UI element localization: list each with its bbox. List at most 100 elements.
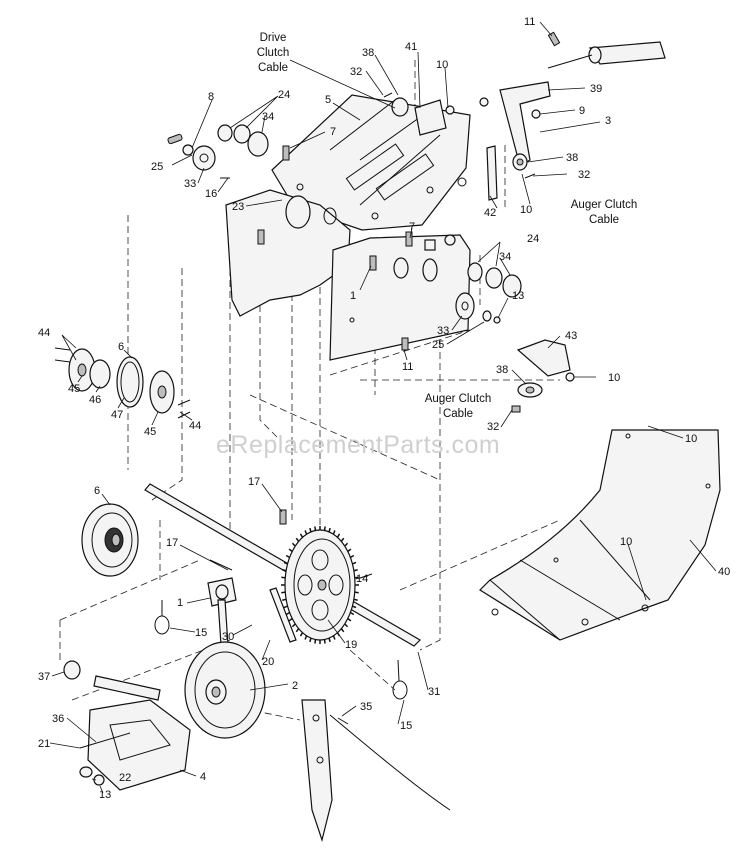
callout-number: 38 bbox=[362, 47, 374, 59]
gear-tooth bbox=[282, 598, 287, 601]
callout-number: 15 bbox=[195, 627, 207, 639]
gear-tooth bbox=[282, 569, 287, 572]
callout-number: 47 bbox=[111, 409, 123, 421]
gear-tooth bbox=[353, 598, 358, 601]
gear-tooth bbox=[281, 591, 286, 594]
auger-clutch-cable-caption-right: Auger Clutch Cable bbox=[571, 199, 637, 226]
gear-tooth bbox=[328, 637, 331, 643]
callout-numbers: 11 38 41 32 10 39 8 24 5 9 3 34 7 25 33 … bbox=[38, 16, 730, 801]
caption-line: Cable bbox=[258, 62, 288, 74]
gear-tooth bbox=[295, 537, 300, 542]
gear-tooth bbox=[285, 611, 291, 616]
caption-line: Clutch bbox=[257, 47, 290, 59]
callout-number: 15 bbox=[400, 720, 412, 732]
gear-tooth bbox=[349, 611, 355, 616]
gear-tooth bbox=[299, 533, 304, 538]
gear-tooth bbox=[332, 635, 336, 640]
callout-number: 22 bbox=[119, 772, 131, 784]
callout-number: 21 bbox=[38, 738, 50, 750]
callout-number: 10 bbox=[620, 536, 632, 548]
gear-tooth bbox=[285, 554, 291, 559]
callout-number: 41 bbox=[405, 41, 417, 53]
lower-link-arm bbox=[301, 699, 451, 843]
gear-tooth bbox=[347, 617, 352, 622]
gear-tooth bbox=[309, 637, 312, 643]
callout-number: 11 bbox=[402, 361, 413, 373]
gear-tooth bbox=[340, 537, 345, 542]
callout-number: 2 bbox=[292, 680, 298, 692]
callout-number: 4 bbox=[200, 771, 206, 783]
callout-number: 9 bbox=[579, 105, 585, 117]
callout-number: 44 bbox=[38, 327, 50, 339]
callout-number: 17 bbox=[166, 537, 178, 549]
upper-left-bearing-stack bbox=[167, 124, 290, 179]
gear-tooth bbox=[291, 623, 296, 628]
callout-number: 10 bbox=[608, 372, 620, 384]
callout-number: 10 bbox=[685, 433, 697, 445]
callout-number: 13 bbox=[512, 290, 524, 302]
callout-number: 25 bbox=[151, 161, 163, 173]
drive-clutch-cable-caption: Drive Clutch Cable bbox=[257, 32, 290, 74]
caption-line: Auger Clutch bbox=[571, 199, 637, 211]
callout-number: 37 bbox=[38, 671, 50, 683]
watermark: eReplacementParts.com bbox=[216, 431, 500, 459]
guard-plate bbox=[479, 429, 721, 641]
gear-tooth bbox=[291, 542, 296, 547]
callout-number: 39 bbox=[590, 83, 602, 95]
callout-number: 36 bbox=[52, 713, 64, 725]
callout-number: 33 bbox=[184, 178, 196, 190]
gear-tooth bbox=[283, 561, 288, 565]
eyebolts bbox=[154, 600, 408, 700]
callout-number: 32 bbox=[487, 421, 499, 433]
gear-tooth bbox=[288, 548, 293, 553]
auger-clutch-cable-caption-center: Auger Clutch Cable bbox=[425, 393, 491, 420]
auger-bracket-assembly bbox=[511, 339, 575, 413]
caption-line: Cable bbox=[589, 214, 619, 226]
callout-number: 30 bbox=[222, 631, 234, 643]
gear-tooth bbox=[344, 623, 349, 628]
right-side-panel bbox=[329, 234, 471, 361]
callout-number: 46 bbox=[89, 394, 101, 406]
left-side-panel bbox=[225, 189, 351, 317]
gear-tooth bbox=[295, 628, 300, 633]
callout-number: 14 bbox=[356, 573, 368, 585]
gear-tooth bbox=[336, 632, 341, 637]
drive-pulley bbox=[81, 503, 139, 577]
gear-tooth bbox=[347, 548, 352, 553]
callout-number: 33 bbox=[437, 325, 449, 337]
callout-number: 17 bbox=[248, 476, 260, 488]
callout-number: 16 bbox=[205, 188, 217, 200]
callout-number: 1 bbox=[177, 597, 183, 609]
gear-tooth bbox=[323, 526, 326, 531]
callout-number: 38 bbox=[496, 364, 508, 376]
gear-tooth bbox=[340, 628, 345, 633]
callout-number: 40 bbox=[718, 566, 730, 578]
gear-tooth bbox=[349, 554, 355, 559]
callout-leaders bbox=[49, 21, 717, 794]
callout-number: 32 bbox=[350, 66, 362, 78]
callout-number: 5 bbox=[325, 94, 331, 106]
gear-tooth bbox=[332, 530, 336, 535]
gear-tooth bbox=[328, 527, 331, 533]
gear-tooth bbox=[352, 561, 357, 565]
callout-number: 8 bbox=[208, 91, 214, 103]
gear-tooth bbox=[281, 576, 286, 579]
caption-line: Drive bbox=[260, 32, 287, 44]
gear-tooth bbox=[309, 527, 312, 533]
callout-number: 6 bbox=[118, 341, 124, 353]
callout-number: 45 bbox=[144, 426, 156, 438]
callout-number: 20 bbox=[262, 656, 274, 668]
upper-right-linkage bbox=[383, 31, 666, 201]
callout-number: 45 bbox=[68, 383, 80, 395]
callout-number: 25 bbox=[432, 339, 444, 351]
callout-number: 32 bbox=[578, 169, 590, 181]
gear-tooth bbox=[352, 605, 357, 609]
gear-tooth bbox=[283, 605, 288, 609]
gear-tooth bbox=[304, 635, 308, 640]
gear-tooth bbox=[314, 639, 317, 644]
gear-teeth bbox=[281, 526, 359, 644]
callout-number: 34 bbox=[499, 251, 511, 263]
callout-number: 34 bbox=[262, 111, 274, 123]
